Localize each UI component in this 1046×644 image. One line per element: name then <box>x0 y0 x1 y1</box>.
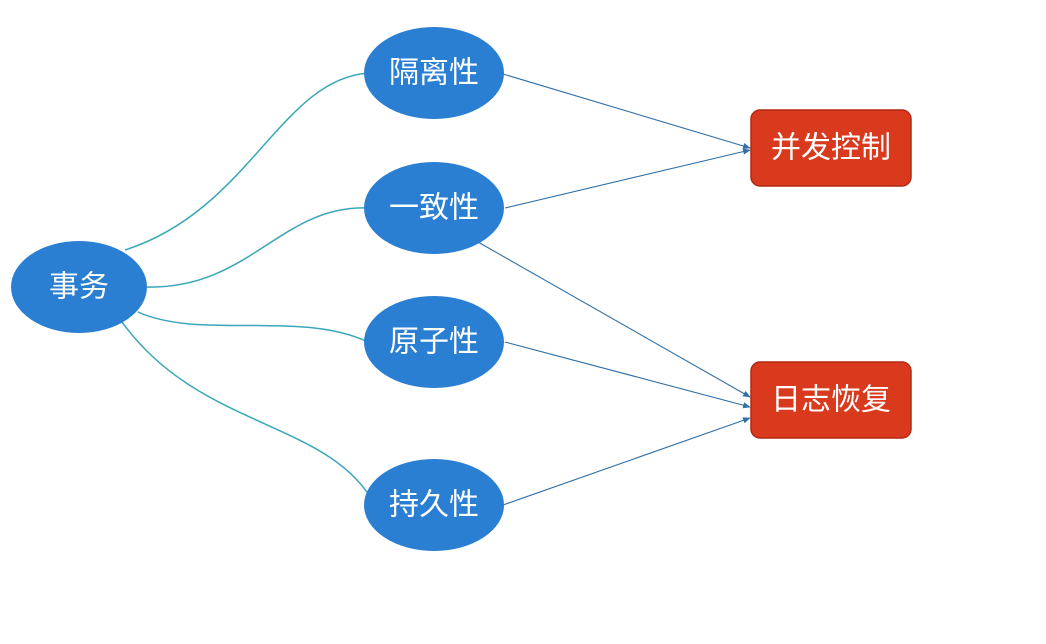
node-isolation-label: 隔离性 <box>389 56 479 91</box>
node-atomicity-label: 原子性 <box>389 325 479 360</box>
link-root-atomicity <box>137 311 369 343</box>
node-concurrency-control-label: 并发控制 <box>771 131 891 166</box>
node-durability: 持久性 <box>364 459 504 551</box>
node-isolation: 隔离性 <box>364 27 504 119</box>
node-consistency: 一致性 <box>364 162 504 254</box>
arrow-consistency-to-concurrency <box>504 148 751 209</box>
node-atomicity: 原子性 <box>364 296 504 388</box>
node-concurrency-control: 并发控制 <box>750 109 912 187</box>
arrow-isolation-to-concurrency <box>502 73 751 149</box>
node-log-recovery-label: 日志恢复 <box>771 383 891 418</box>
node-durability-label: 持久性 <box>389 488 479 523</box>
node-root-label: 事务 <box>49 270 109 305</box>
link-root-consistency <box>144 207 369 288</box>
arrow-durability-to-log-recovery <box>502 417 751 506</box>
link-root-isolation <box>124 72 369 251</box>
arrow-consistency-to-log-recovery <box>477 241 751 398</box>
node-consistency-label: 一致性 <box>389 191 479 226</box>
arrow-atomicity-to-log-recovery <box>504 341 751 409</box>
node-log-recovery: 日志恢复 <box>750 361 912 439</box>
link-root-durability <box>121 321 376 506</box>
node-root: 事务 <box>11 241 147 333</box>
